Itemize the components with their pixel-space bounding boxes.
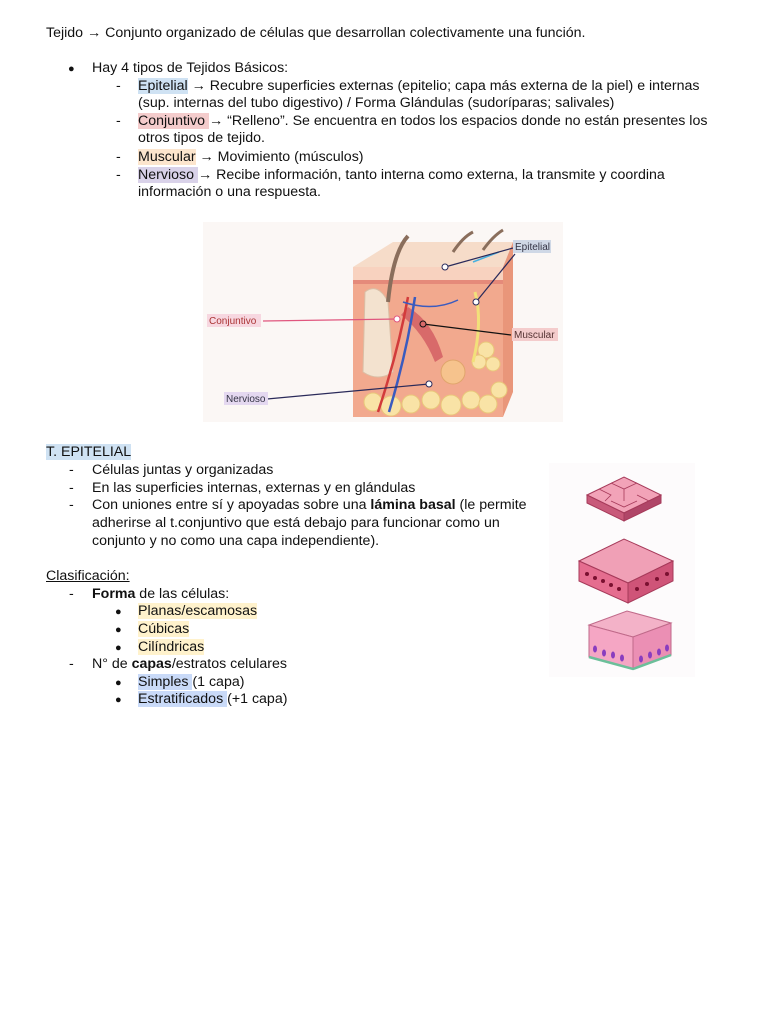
sub-list-item: Estratificados (+1 capa) (138, 691, 288, 707)
arrow: → (87, 25, 102, 41)
dash: - (116, 113, 121, 129)
dash: - (116, 149, 121, 165)
type-item-nervioso: Nervioso → Recibe información, tanto int… (138, 167, 665, 183)
type-item-muscular: Muscular → Movimiento (músculos) (138, 149, 364, 165)
type-desc: Recubre superficies externas (epitelio; … (209, 78, 700, 94)
types-heading: Hay 4 tipos de Tejidos Básicos: (92, 60, 289, 76)
intro-line: Tejido → Conjunto organizado de células … (46, 25, 586, 42)
bullet: ● (115, 677, 122, 689)
types-bullet: ● (68, 63, 75, 75)
type-desc-cont: otros tipos de tejido. (138, 130, 265, 146)
section-heading: Clasificación: (46, 568, 130, 584)
list-item: Con uniones entre sí y apoyadas sobre un… (92, 497, 527, 513)
dash: - (69, 656, 74, 672)
type-item-conjuntivo: Conjuntivo → “Relleno”. Se encuentra en … (138, 113, 708, 129)
diagram-label-epitelial: Epitelial (515, 242, 550, 253)
type-desc-cont: (sup. internas del tubo digestivo) / For… (138, 95, 615, 111)
sub-list-item: Cúbicas (138, 621, 190, 637)
bullet: ● (115, 606, 122, 618)
squamous-epithelium (585, 476, 663, 522)
cuboidal-epithelium (577, 538, 675, 604)
label-bg-epitelial (513, 240, 551, 253)
type-item-epitelial: Epitelial → Recubre superficies externas… (138, 78, 700, 94)
intro-term: Tejido (46, 25, 84, 41)
list-item: Forma de las células: (92, 586, 230, 602)
label-bg-conjuntivo (207, 314, 261, 327)
leader-lines (262, 247, 516, 400)
sub-list-item: Planas/escamosas (138, 603, 258, 619)
tissue-diagram: Epitelial Conjuntivo Muscular Nervioso (203, 222, 563, 422)
list-item: En las superficies internas, externas y … (92, 480, 416, 496)
bullet: ● (115, 624, 122, 636)
skin-block (353, 228, 513, 417)
type-desc: Recibe información, tanto interna como e… (216, 167, 665, 183)
type-name: Muscular (138, 149, 196, 165)
epithelium-illustration (549, 463, 695, 677)
dash: - (69, 480, 74, 496)
type-name: Epitelial (138, 78, 188, 94)
label-bg-nervioso (224, 392, 268, 405)
list-item: N° de capas/estratos celulares (92, 656, 287, 672)
type-name: Conjuntivo (138, 113, 209, 129)
bullet: ● (115, 642, 122, 654)
list-item-cont: adherirse al t.conjuntivo que está debaj… (92, 515, 500, 531)
type-desc-cont: información o una respuesta. (138, 184, 321, 200)
type-desc: Movimiento (músculos) (217, 149, 364, 165)
diagram-label-conjuntivo: Conjuntivo (209, 316, 257, 327)
section-heading: T. EPITELIAL (46, 444, 132, 460)
dash: - (69, 497, 74, 513)
sub-list-item: Cilíndricas (138, 639, 205, 655)
sub-list-item: Simples (1 capa) (138, 674, 245, 690)
diagram-label-muscular: Muscular (514, 330, 555, 341)
type-desc: “Relleno”. Se encuentra en todos los esp… (227, 113, 708, 129)
list-item-cont: conjunto y no como una capa independient… (92, 533, 380, 549)
columnar-epithelium (587, 610, 673, 671)
type-name: Nervioso (138, 167, 198, 183)
bullet: ● (115, 694, 122, 706)
label-bg-muscular (512, 328, 558, 341)
list-item: Células juntas y organizadas (92, 462, 274, 478)
intro-definition: Conjunto organizado de células que desar… (105, 25, 586, 41)
dash: - (69, 462, 74, 478)
diagram-label-nervioso: Nervioso (226, 394, 266, 405)
dash: - (69, 586, 74, 602)
dash: - (116, 167, 121, 183)
dash: - (116, 78, 121, 94)
